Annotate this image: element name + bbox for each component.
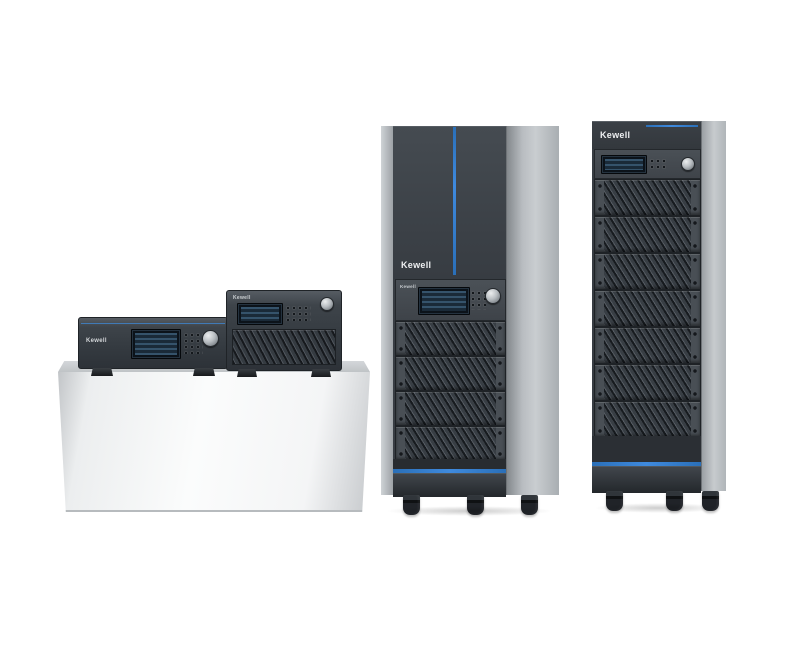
top-panel xyxy=(393,127,506,279)
vent-grille xyxy=(232,329,336,365)
benchtop-unit-small: Kewell xyxy=(78,317,228,376)
blue-accent-line xyxy=(393,469,506,473)
accent-line xyxy=(81,323,225,324)
power-module xyxy=(594,216,701,253)
floor-shadow xyxy=(386,506,553,516)
side-panel xyxy=(701,121,726,491)
control-knob xyxy=(681,157,695,171)
caster-wheel xyxy=(666,491,683,511)
display-screen xyxy=(418,287,470,315)
brand-label: Kewell xyxy=(400,284,417,289)
control-keys xyxy=(183,332,203,354)
foot-right xyxy=(193,368,215,376)
power-module xyxy=(594,364,701,401)
control-knob xyxy=(202,330,219,347)
power-module xyxy=(594,327,701,364)
display-screen-content xyxy=(605,159,643,170)
top-accent-line xyxy=(646,125,698,127)
display-screen xyxy=(601,155,647,174)
controller-module xyxy=(594,149,701,179)
display-screen-content xyxy=(241,307,279,321)
power-module xyxy=(395,356,506,391)
display-screen-content xyxy=(135,333,177,355)
benchtop-unit-large: Kewell xyxy=(226,290,342,377)
base-panel xyxy=(592,466,701,493)
power-module xyxy=(594,179,701,216)
rack-cabinet-medium: Kewell Kewell xyxy=(381,126,559,516)
power-module xyxy=(594,253,701,290)
lower-panel xyxy=(393,459,506,469)
power-module xyxy=(395,321,506,356)
base-panel xyxy=(393,473,506,497)
control-knob xyxy=(485,288,501,304)
power-module xyxy=(594,290,701,327)
display-screen xyxy=(131,329,181,359)
control-keys xyxy=(649,158,667,170)
bench-table-front xyxy=(58,372,370,512)
foot-left xyxy=(237,369,257,377)
control-keys xyxy=(285,305,311,321)
display-screen-content xyxy=(422,291,466,311)
control-knob xyxy=(320,297,334,311)
power-module xyxy=(395,426,506,461)
caster-wheel xyxy=(702,491,719,511)
rack-cabinet-tall: Kewell xyxy=(592,121,726,513)
floor-shadow xyxy=(594,503,723,513)
brand-label: Kewell xyxy=(86,338,107,344)
display-screen xyxy=(237,303,283,325)
brand-label: Kewell xyxy=(233,295,251,301)
front-panel: Kewell xyxy=(592,121,701,493)
caster-wheel xyxy=(521,495,538,515)
caster-wheel xyxy=(403,495,420,515)
brand-label: Kewell xyxy=(401,260,432,270)
foot-right xyxy=(311,369,331,377)
side-panel xyxy=(506,126,559,495)
brand-label: Kewell xyxy=(600,130,631,140)
caster-wheel xyxy=(606,491,623,511)
lower-panel xyxy=(592,436,701,462)
foot-left xyxy=(91,368,113,376)
blue-accent-line xyxy=(592,462,701,466)
controller-module: Kewell xyxy=(395,279,506,321)
power-module xyxy=(395,391,506,426)
control-keys xyxy=(470,290,486,310)
blue-accent-vline xyxy=(453,127,456,275)
front-panel: Kewell Kewell xyxy=(393,126,506,497)
power-module xyxy=(594,401,701,438)
caster-wheel xyxy=(467,495,484,515)
left-edge-panel xyxy=(381,126,393,495)
